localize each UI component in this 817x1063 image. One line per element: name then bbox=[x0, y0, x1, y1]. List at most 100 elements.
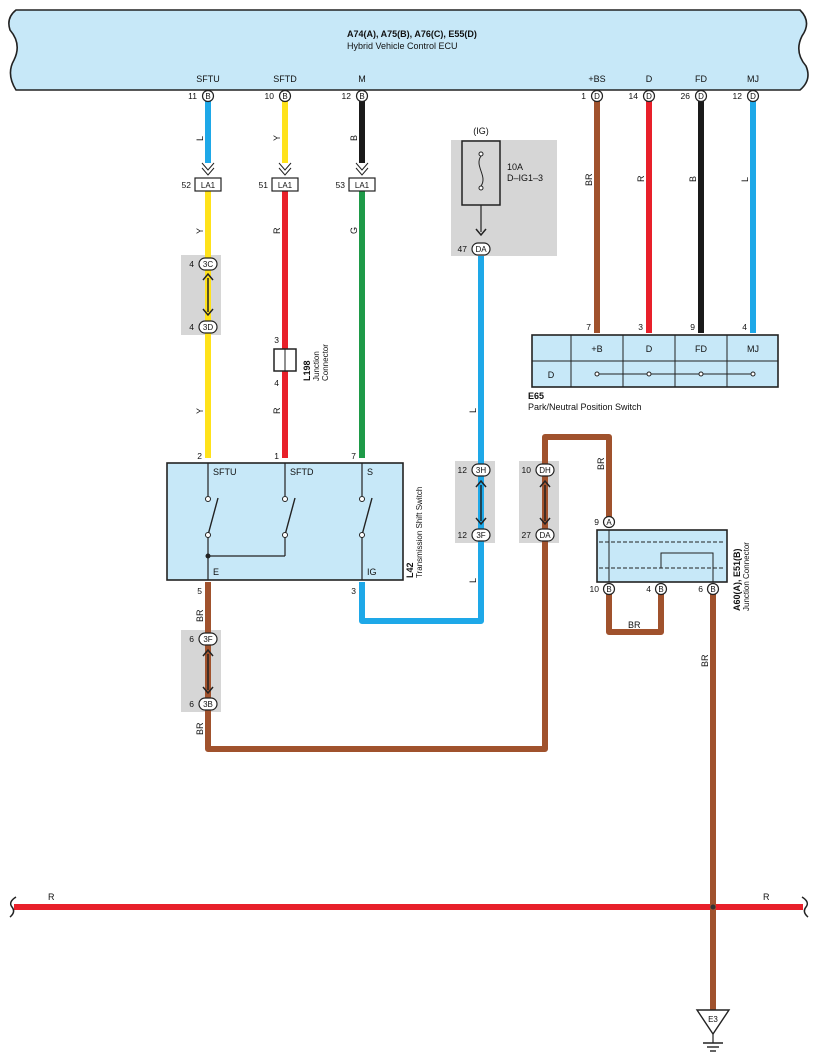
svg-text:26: 26 bbox=[681, 91, 691, 101]
svg-text:L42: L42 bbox=[405, 562, 415, 578]
svg-text:Junction: Junction bbox=[312, 351, 321, 381]
ecu-title: A74(A), A75(B), A76(C), E55(D) bbox=[347, 29, 477, 39]
e65-park-neutral-position-switch: 7 3 9 4 +B D FD MJ D E65 Park/Neutral Po… bbox=[528, 322, 779, 412]
wire-label: BR bbox=[584, 173, 594, 186]
svg-text:12: 12 bbox=[458, 465, 468, 475]
svg-text:6: 6 bbox=[189, 634, 194, 644]
bus-crossing-dot bbox=[710, 904, 716, 910]
svg-text:7: 7 bbox=[586, 322, 591, 332]
svg-text:3: 3 bbox=[351, 586, 356, 596]
svg-text:(IG): (IG) bbox=[473, 126, 489, 136]
svg-text:9: 9 bbox=[594, 517, 599, 527]
svg-text:SFTU: SFTU bbox=[196, 74, 220, 84]
ecu-subtitle: Hybrid Vehicle Control ECU bbox=[347, 41, 458, 51]
svg-text:47: 47 bbox=[458, 244, 468, 254]
ecu-pin-d: D 14 D bbox=[629, 74, 656, 103]
fuse-d-ig1-3: (IG) 10A D–IG1–3 DA 47 bbox=[458, 126, 543, 256]
wire-bridge-brown bbox=[606, 590, 664, 635]
ecu-pin-sftu: SFTU 11 B bbox=[188, 74, 220, 103]
bus-break-right bbox=[801, 896, 809, 918]
connector-3c-3d: 3C 4 3D 4 bbox=[189, 257, 218, 334]
svg-text:D: D bbox=[750, 92, 756, 101]
svg-text:D: D bbox=[548, 370, 555, 380]
svg-text:S: S bbox=[367, 467, 373, 477]
svg-text:3D: 3D bbox=[203, 323, 213, 332]
svg-text:B: B bbox=[205, 92, 210, 101]
svg-text:9: 9 bbox=[690, 322, 695, 332]
svg-text:DA: DA bbox=[475, 245, 487, 254]
svg-text:E: E bbox=[213, 567, 219, 577]
svg-text:M: M bbox=[358, 74, 366, 84]
svg-text:FD: FD bbox=[695, 344, 707, 354]
svg-text:Junction Connector: Junction Connector bbox=[742, 542, 751, 611]
ecu-box bbox=[8, 9, 809, 91]
svg-text:FD: FD bbox=[695, 74, 707, 84]
svg-text:3C: 3C bbox=[203, 260, 213, 269]
wire-label: G bbox=[349, 227, 359, 234]
svg-text:E65: E65 bbox=[528, 391, 544, 401]
la1-connector-sftd: LA1 51 bbox=[259, 162, 299, 192]
wire-label: L bbox=[195, 136, 205, 141]
svg-text:11: 11 bbox=[188, 91, 197, 101]
svg-text:1: 1 bbox=[274, 451, 279, 461]
svg-text:12: 12 bbox=[458, 530, 468, 540]
svg-text:A60(A), E51(B): A60(A), E51(B) bbox=[732, 548, 742, 611]
svg-text:MJ: MJ bbox=[747, 74, 759, 84]
svg-text:3H: 3H bbox=[476, 466, 486, 475]
svg-text:4: 4 bbox=[274, 378, 279, 388]
wire-label: L bbox=[468, 408, 478, 413]
svg-text:Park/Neutral Position Switch: Park/Neutral Position Switch bbox=[528, 402, 642, 412]
svg-text:52: 52 bbox=[182, 180, 192, 190]
svg-text:SFTD: SFTD bbox=[290, 467, 314, 477]
ecu-pin-m: M 12 B bbox=[342, 74, 369, 103]
wire-label: R bbox=[272, 227, 282, 234]
svg-text:3F: 3F bbox=[203, 635, 212, 644]
svg-text:4: 4 bbox=[742, 322, 747, 332]
l198-junction-connector: 3 4 L198 Junction Connector bbox=[273, 335, 330, 388]
wire-label: R bbox=[48, 892, 55, 902]
svg-text:4: 4 bbox=[646, 584, 651, 594]
wire-label: BR bbox=[596, 457, 606, 470]
svg-text:1: 1 bbox=[581, 91, 586, 101]
ground-e3: E3 bbox=[695, 1009, 731, 1052]
svg-text:3: 3 bbox=[274, 335, 279, 345]
wire-label: BR bbox=[700, 654, 710, 667]
wire-label: R bbox=[636, 175, 646, 182]
fuse-bg bbox=[451, 140, 557, 256]
svg-text:DH: DH bbox=[539, 466, 551, 475]
connector-3f-3b: 3F 6 3B 6 bbox=[189, 632, 218, 711]
svg-text:6: 6 bbox=[189, 699, 194, 709]
ecu-pin-mj: MJ 12 D bbox=[733, 74, 760, 103]
ecu-pin-fd: FD 26 D bbox=[681, 74, 707, 103]
svg-text:10A: 10A bbox=[507, 162, 523, 172]
svg-text:MJ: MJ bbox=[747, 344, 759, 354]
svg-text:12: 12 bbox=[342, 91, 352, 101]
wire-label: B bbox=[688, 176, 698, 182]
svg-text:12: 12 bbox=[733, 91, 743, 101]
wire-label: L bbox=[468, 578, 478, 583]
svg-text:27: 27 bbox=[522, 530, 532, 540]
svg-text:4: 4 bbox=[189, 322, 194, 332]
svg-text:51: 51 bbox=[259, 180, 269, 190]
svg-text:Connector: Connector bbox=[321, 344, 330, 381]
a60-e51-junction-connector: A 9 B 10 B 4 B 6 A60(A), E51(B) Junction… bbox=[590, 515, 751, 611]
svg-text:B: B bbox=[282, 92, 287, 101]
svg-text:10: 10 bbox=[265, 91, 275, 101]
svg-text:SFTD: SFTD bbox=[273, 74, 297, 84]
svg-text:D: D bbox=[594, 92, 600, 101]
wire-ig-blue bbox=[359, 256, 484, 624]
svg-text:IG: IG bbox=[367, 567, 377, 577]
svg-text:B: B bbox=[359, 92, 364, 101]
connector-dh-da: DH 10 DA 27 bbox=[522, 463, 555, 542]
ecu-pin-bs: +BS 1 D bbox=[581, 74, 606, 103]
wire-label: Y bbox=[272, 135, 282, 141]
wire-e-brown bbox=[205, 434, 612, 752]
svg-text:10: 10 bbox=[590, 584, 600, 594]
connector-3h-3f: 3H 12 3F 12 bbox=[458, 463, 491, 542]
svg-text:3B: 3B bbox=[203, 700, 213, 709]
svg-text:4: 4 bbox=[189, 259, 194, 269]
wire-label: BR bbox=[628, 620, 641, 630]
svg-text:LA1: LA1 bbox=[278, 181, 293, 190]
svg-text:+B: +B bbox=[591, 344, 602, 354]
